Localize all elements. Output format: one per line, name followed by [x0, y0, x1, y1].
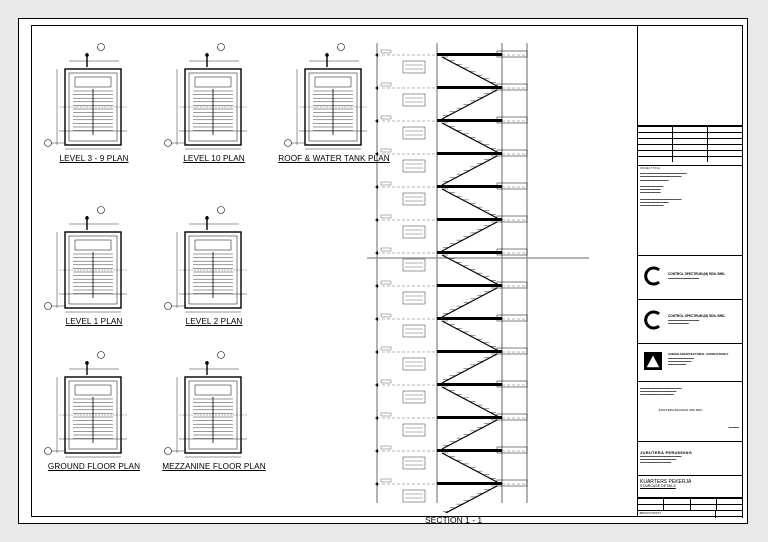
title-block: PROJECT TITLE ▬▬▬▬▬▬▬▬▬▬▬▬▬▬▬▬▬▬▬▬▬▬▬▬▬▬… [637, 25, 743, 518]
architect-block: AZMAN ARCHITECTURAL CONSULTANCY ▬▬▬▬▬▬▬▬… [638, 343, 743, 381]
stair-plan-drawing [164, 43, 247, 150]
plan-title: MEZZANINE FLOOR PLAN [162, 462, 266, 471]
stair-plan-5: LEVEL 2 PLAN [159, 204, 269, 354]
section-title: SECTION 1 - 1 [425, 515, 483, 524]
stair-plan-drawing [44, 206, 127, 313]
drawing-title-1: KUARTERS PEKERJA [640, 479, 692, 485]
approver-name: JURUTERA BAGINAN SDN BHD [658, 408, 703, 412]
drawing-number: JB/P47/C/S/STY [638, 511, 716, 518]
revision-table [638, 125, 743, 165]
section-1-1-drawing [367, 43, 589, 513]
stair-plan-1: LEVEL 3 - 9 PLAN [39, 41, 149, 191]
project-label: PROJECT TITLE [640, 167, 660, 170]
consultant-logo-icon [644, 266, 660, 286]
drawing-title-2: STAIRCASE DETAILS [640, 484, 676, 488]
architect-logo-icon [644, 352, 662, 370]
revision-area [638, 25, 743, 125]
approval-block: ▬▬▬▬▬▬▬▬▬▬▬▬▬▬▬▬▬▬▬▬▬▬▬▬▬▬▬▬▬▬▬▬▬▬▬▬▬▬▬▬… [638, 381, 743, 441]
plan-title: ROOF & WATER TANK PLAN [278, 154, 390, 163]
drawing-info-table: JB/P47/C/S/STY [638, 497, 743, 518]
plan-title: LEVEL 2 PLAN [185, 317, 243, 326]
architect-name: AZMAN ARCHITECTURAL CONSULTANCY [668, 352, 729, 356]
stair-plan-drawing [164, 206, 247, 313]
engineer-block: JURUTERA PERUNDING ▬▬▬▬▬▬▬▬▬▬▬▬▬▬▬▬▬▬▬▬▬… [638, 441, 743, 475]
stair-plan-2: LEVEL 10 PLAN [159, 41, 269, 191]
stair-plan-drawing [44, 43, 127, 150]
notes-lines: ▬▬▬▬▬▬▬▬▬▬▬▬▬▬▬▬▬▬▬▬▬▬▬▬▬▬▬▬▬▬▬▬▬▬▬▬▬▬▬▬… [640, 172, 687, 208]
consultant-1-name: CONTROL SPECTRUM (M) SDN. BHD. [668, 272, 726, 276]
plan-title: GROUND FLOOR PLAN [47, 462, 141, 471]
stair-plan-3: ROOF & WATER TANK PLAN [278, 41, 390, 191]
plan-title: LEVEL 1 PLAN [65, 317, 123, 326]
stair-plan-drawing [44, 351, 127, 458]
stair-plan-4: LEVEL 1 PLAN [39, 204, 149, 354]
engineer-name: JURUTERA PERUNDING [640, 450, 693, 455]
consultant-logo-icon [644, 310, 660, 330]
stair-plan-6: GROUND FLOOR PLAN [39, 349, 149, 499]
stair-plan-7: MEZZANINE FLOOR PLAN [159, 349, 269, 499]
stair-plan-drawing [284, 43, 367, 150]
plan-title: LEVEL 3 - 9 PLAN [59, 154, 129, 163]
drawing-border [31, 25, 743, 517]
drawing-sheet: SECTION 1 - 1 PROJECT TITLE ▬▬▬▬▬▬▬▬▬▬▬▬… [18, 18, 748, 524]
consultant-block-2: CONTROL SPECTRUM (M) SDN. BHD. ▬▬▬▬▬▬▬▬▬… [638, 299, 743, 343]
stair-plan-drawing [164, 351, 247, 458]
drawing-title-block: KUARTERS PEKERJA STAIRCASE DETAILS [638, 475, 743, 497]
project-notes: PROJECT TITLE ▬▬▬▬▬▬▬▬▬▬▬▬▬▬▬▬▬▬▬▬▬▬▬▬▬▬… [638, 165, 743, 255]
plan-title: LEVEL 10 PLAN [183, 154, 245, 163]
consultant-block-1: CONTROL SPECTRUM (M) SDN. BHD. ▬▬▬▬▬▬▬▬▬… [638, 255, 743, 299]
consultant-2-name: CONTROL SPECTRUM (M) SDN. BHD. [668, 314, 726, 318]
